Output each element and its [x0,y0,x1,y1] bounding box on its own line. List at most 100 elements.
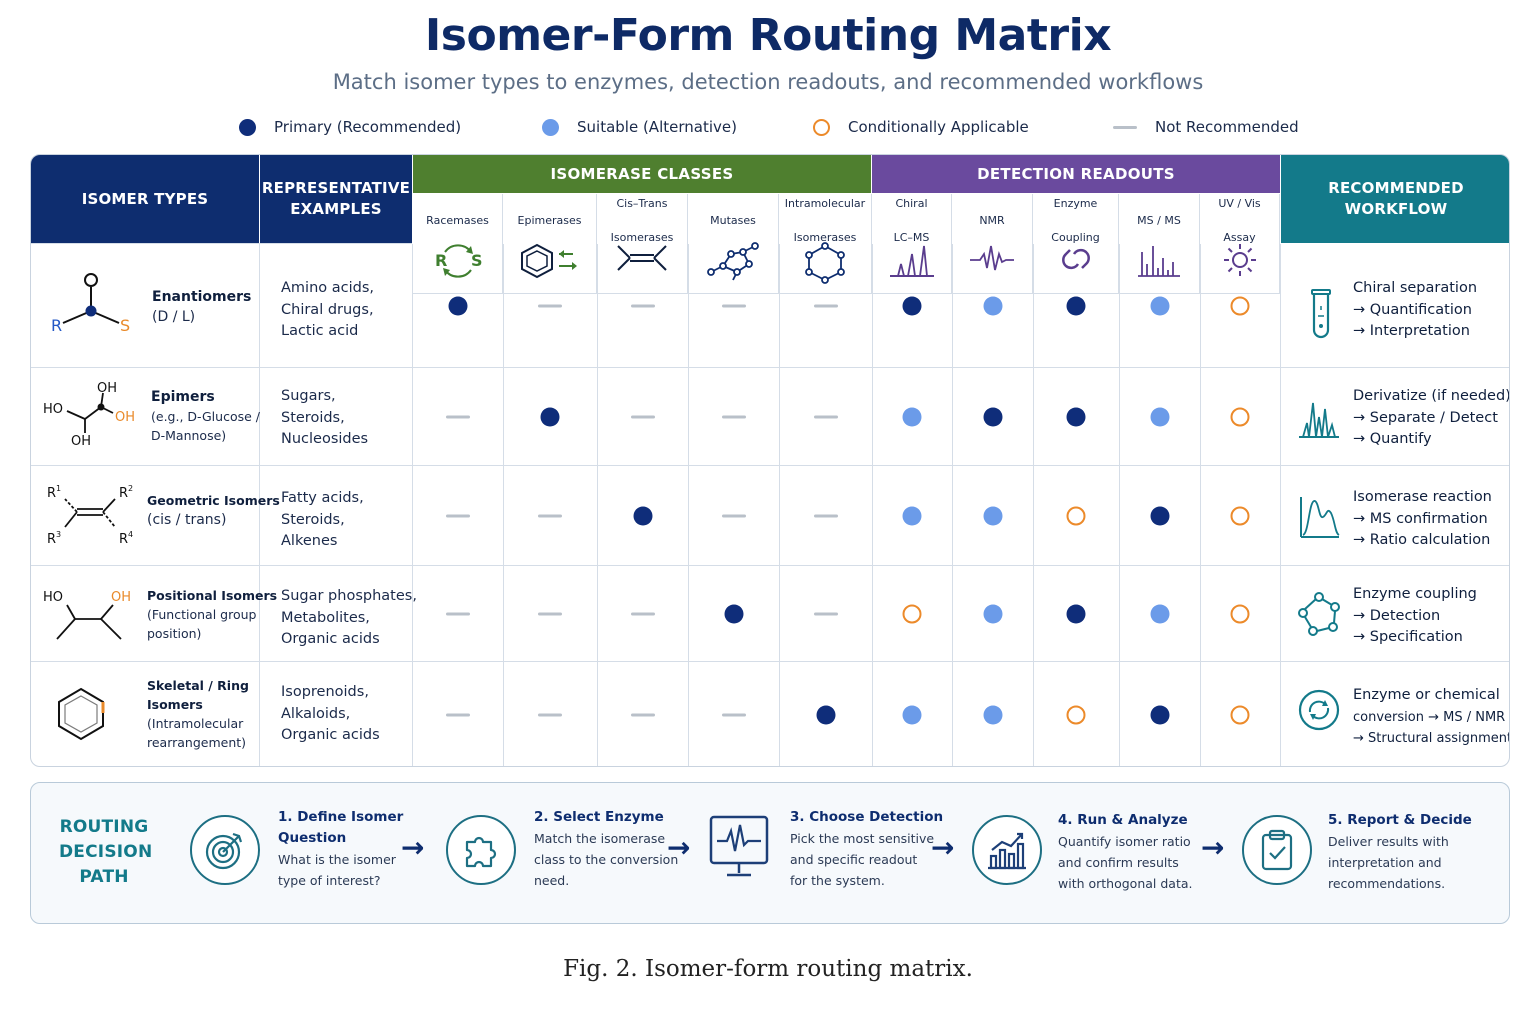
workflow-step: → Structural assignment [1353,731,1510,746]
row-title: Positional Isomers [147,588,278,603]
row-subtitle-line2: position) [147,626,202,641]
primary-dot-mutases [724,604,743,623]
primary-dot-racemases [448,296,468,315]
legend-conditional-label: Conditionally Applicable [848,118,1029,136]
not-recommended-dash-epimerases [538,514,562,517]
legend-primary: Primary (Recommended) [239,114,461,140]
suitable-dot-nmr [983,506,1002,525]
r4-label: R [119,532,128,547]
r4-sup: 4 [128,530,133,539]
primary-dot-icon [239,118,256,136]
examples-epimers: Sugars, Steroids, Nucleosides [281,386,368,451]
arrow-icon: → [667,831,691,864]
column-header-line1: Epimerases [517,213,582,227]
not-recommended-dash-intramolecular [813,415,838,418]
conditional-ring-uv_vis [1230,604,1250,623]
not-recommended-dash-mutases [721,304,746,307]
workflow-step: Derivatize (if needed) [1353,388,1510,404]
examples-positional: Sugar phosphates, Metabolites, Organic a… [281,586,417,651]
workflow-step: → Separate / Detect [1353,409,1498,426]
target-icon [205,832,243,870]
spectrum-peaks-icon [1299,402,1339,438]
suitable-dot-icon [542,118,559,136]
not-recommended-dash-mutases [721,514,746,517]
not-recommended-dash-cistrans [630,415,655,418]
row-divider [31,661,1509,662]
not-recommended-dash-epimerases [538,713,562,717]
step-desc: with orthogonal data. [1058,876,1193,891]
step-desc: class to the conversion [534,852,679,867]
column-divider [597,244,598,766]
column-header-ms_ms: MS / MS [1119,194,1200,294]
header-isomerase-classes: ISOMERASE CLASSES [413,155,871,193]
examples-geometric: Fatty acids, Steroids, Alkenes [281,488,364,553]
primary-dot-epimerases [540,407,560,426]
sun-icon [1222,242,1258,282]
primary-dot-chiral_lcms [902,296,922,315]
examples-enantiomers: Amino acids, Chiral drugs, Lactic acid [281,278,374,343]
r1-label: R [47,486,56,501]
workflow-epimers: Derivatize (if needed) → Separate / Dete… [1353,386,1510,451]
step-desc: Quantify isomer ratio [1058,834,1191,849]
network-icon [1298,592,1340,636]
row-title-line2: Isomers [147,697,203,712]
header-examples-line1: REPRESENTATIVE [261,179,411,197]
column-header-mutases: Mutases [688,194,779,294]
step-title: 4. Run & Analyze [1058,812,1188,828]
column-header-line1: Mutases [710,213,756,227]
legend-primary-label: Primary (Recommended) [274,118,462,136]
column-header-line2: LC–MS [893,230,930,244]
example-item: Sugar phosphates, [281,588,417,604]
row-divider [31,367,1509,368]
header-detection-readouts: DETECTION READOUTS [872,155,1280,193]
row-title: Epimers [151,389,215,405]
row-subtitle: (Functional group [147,607,257,622]
svg-text:R4: R4 [119,530,133,547]
suitable-dot-chiral_lcms [902,705,922,725]
step-desc: for the system. [790,873,885,888]
step-1-icon-circle [190,815,260,885]
header-examples-line2: EXAMPLES [290,200,382,218]
not-recommended-dash-mutases [721,713,746,717]
suitable-dot-nmr [983,296,1002,315]
primary-dot-cistrans [633,506,652,525]
header-workflow: RECOMMENDED WORKFLOW [1281,155,1509,243]
example-item: Organic acids [281,631,380,647]
step-3-text: 3. Choose Detection Pick the most sensit… [790,807,943,891]
column-header-line1: Chiral [895,196,928,210]
step-desc: What is the isomer [278,852,396,867]
row-subtitle: (D / L) [152,309,196,325]
example-item: Metabolites, [281,609,370,626]
svg-text:R1: R1 [47,484,61,501]
epimerase-ring-icon [519,242,581,284]
suitable-dot-ms_ms [1150,604,1169,623]
example-item: Alkaloids, [281,705,351,722]
suitable-dot-chiral_lcms [902,506,922,525]
primary-dot-enzyme_coupling [1066,407,1086,426]
suitable-dot-ms_ms [1150,296,1169,315]
step-title: 3. Choose Detection [790,809,944,825]
not-recommended-dash-cistrans [630,713,655,717]
header-workflow-label: RECOMMENDED WORKFLOW [1328,179,1464,218]
enantiomer-r-label: R [51,316,62,335]
step-1-text: 1. Define Isomer Question What is the is… [278,807,403,891]
workflow-step: Enzyme or chemical [1353,687,1500,703]
example-item: Amino acids, [281,280,374,296]
page-title: Isomer-Form Routing Matrix [424,10,1112,61]
r2-label: R [119,486,128,501]
r3-label: R [47,532,56,547]
svg-text:R2: R2 [119,484,133,501]
primary-dot-ms_ms [1150,705,1169,725]
legend-suitable-label: Suitable (Alternative) [577,118,737,136]
not-recommended-dash-racemases [446,415,470,418]
epimer-oh-top-label: OH [97,381,117,396]
step-title: 2. Select Enzyme [534,809,664,825]
workflow-step: Chiral separation [1353,280,1478,296]
step-4-text: 4. Run & Analyze Quantify isomer ratio a… [1058,810,1193,894]
column-header-line1: Intramolecular [784,196,866,210]
